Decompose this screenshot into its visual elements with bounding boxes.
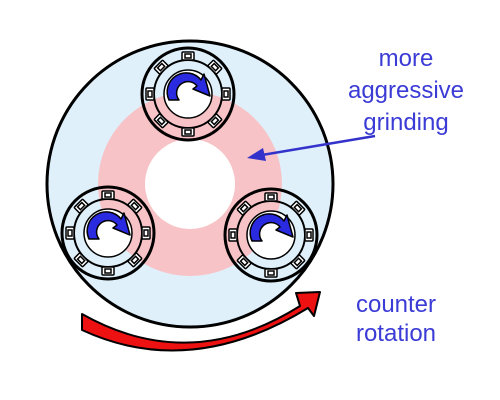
grinding-label-line3: grinding [363,109,448,136]
rotation-label-line2: rotation [356,320,436,347]
center-hole [145,139,235,229]
pointer-arrow-icon [247,134,376,161]
counter-rotation-arrow-icon [81,291,321,352]
grinding-label-line2: aggressive [348,77,464,104]
grinding-label-line1: more [379,45,434,72]
rotation-label-line1: counter [356,291,436,318]
